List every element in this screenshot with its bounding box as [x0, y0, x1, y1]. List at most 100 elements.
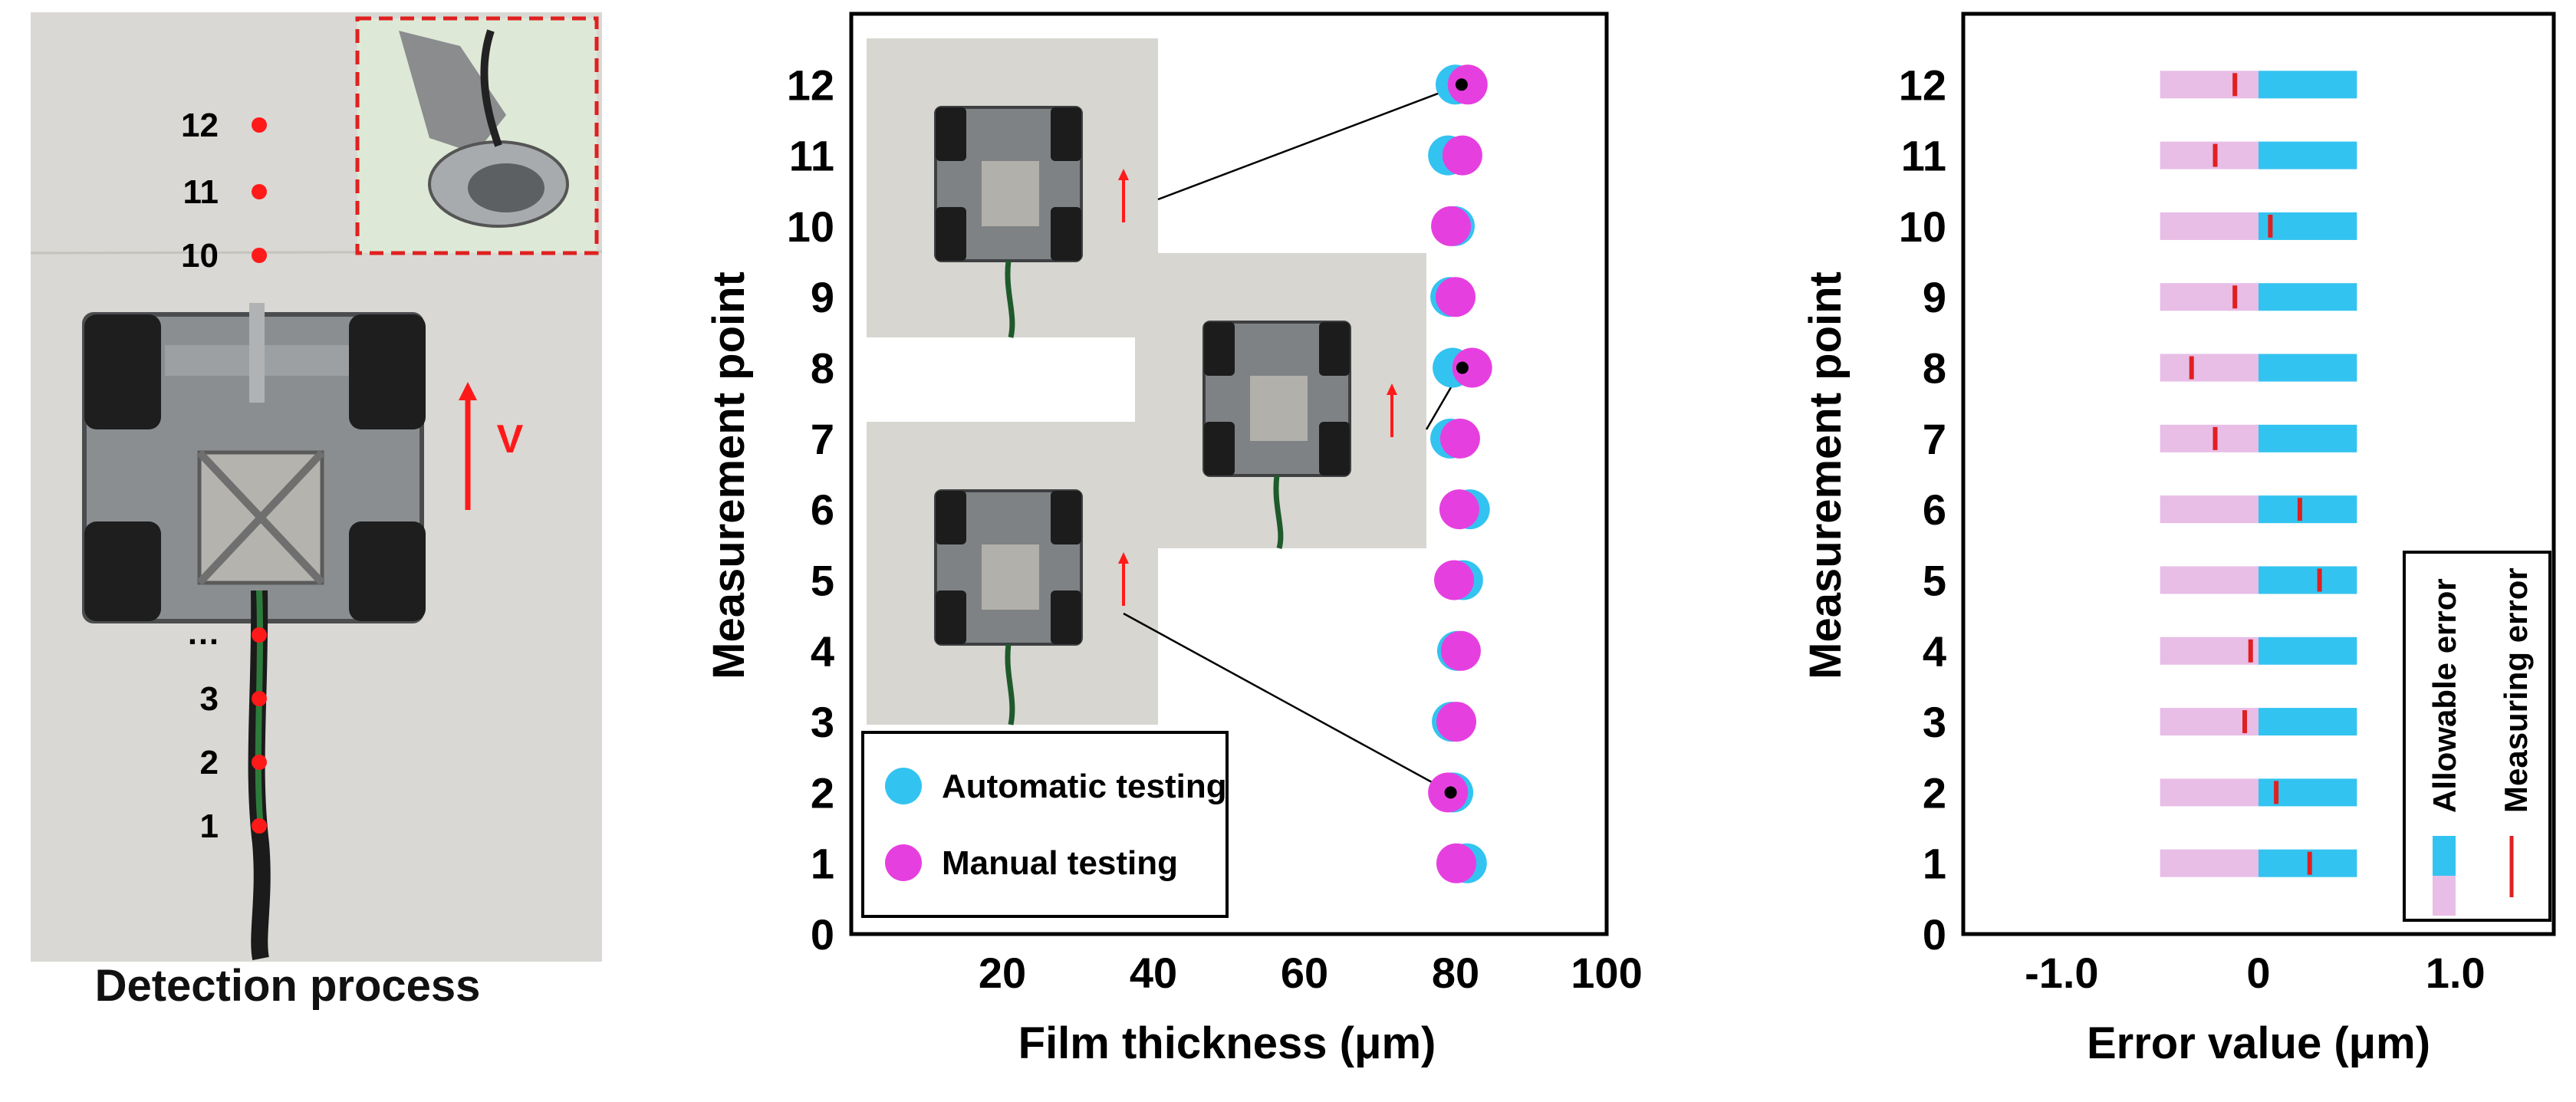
manual-point-8 [1452, 347, 1492, 388]
point-label-10: 10 [181, 237, 219, 275]
allowable-positive-bar-8 [2259, 354, 2357, 382]
y-axis-label: Measurement point [704, 271, 754, 679]
marker-point-3 [252, 691, 267, 706]
y-tick-label: 8 [811, 344, 834, 393]
y-tick-label: 8 [1923, 344, 1946, 393]
legend-label-manual: Manual testing [942, 844, 1178, 882]
allowable-negative-bar-10 [2160, 212, 2259, 240]
y-tick-label: 0 [811, 910, 834, 959]
x-tick-label: 1.0 [2426, 949, 2486, 997]
allowable-negative-bar-1 [2160, 849, 2259, 877]
x-tick-label: 20 [979, 949, 1026, 997]
manual-point-9 [1436, 277, 1476, 317]
y-tick-label: 6 [811, 485, 834, 534]
y-tick-label: 10 [1899, 202, 1946, 251]
legend-box [2403, 551, 2551, 922]
y-axis-label: Measurement point [1801, 271, 1851, 679]
detection-photo: 12 11 10 … 3 2 1 V Detection process [30, 12, 603, 1011]
y-tick-label: 2 [1923, 768, 1946, 817]
inset-sensor-image [399, 29, 569, 228]
detection-process-panel: 12 11 10 … 3 2 1 V Detection process [0, 0, 606, 1098]
y-tick-label: 7 [811, 415, 834, 463]
allowable-positive-bar-2 [2259, 778, 2357, 807]
allowable-positive-bar-4 [2259, 637, 2357, 665]
x-tick-label: 100 [1571, 949, 1642, 997]
panel-caption: Detection process [95, 961, 481, 1011]
allowable-positive-bar-10 [2259, 212, 2357, 240]
allowable-positive-bar-5 [2259, 566, 2357, 594]
manual-point-7 [1439, 418, 1480, 459]
legend: Allowable error Measuring error [2403, 551, 2551, 922]
y-tick-label: 4 [1923, 627, 1946, 676]
y-tick-label: 1 [811, 840, 834, 888]
legend-swatch-allowable-negative [2433, 876, 2456, 916]
allowable-positive-bar-3 [2259, 708, 2357, 736]
callout-line-point-12 [1157, 84, 1462, 201]
point-label-1: 1 [200, 808, 219, 845]
point-label-11: 11 [183, 173, 219, 211]
x-tick-label: 40 [1130, 949, 1177, 997]
x-tick-label: 80 [1432, 949, 1479, 997]
marker-point-2 [252, 755, 267, 770]
y-tick-label: 10 [787, 202, 834, 251]
marker-point-11 [252, 184, 267, 199]
y-tick-label: 3 [1923, 698, 1946, 746]
crawler-robot [82, 303, 426, 623]
x-axis-label: Film thickness (μm) [1018, 1018, 1436, 1068]
manual-point-6 [1439, 489, 1479, 530]
x-tick-label: 60 [1281, 949, 1328, 997]
velocity-label: V [497, 417, 524, 462]
manual-point-3 [1436, 702, 1476, 742]
allowable-negative-bar-9 [2160, 283, 2259, 311]
y-tick-label: 1 [1923, 840, 1946, 888]
legend-box [861, 731, 1229, 918]
manual-point-11 [1442, 135, 1482, 176]
allowable-negative-bar-2 [2160, 778, 2259, 807]
allowable-negative-bar-8 [2160, 354, 2259, 382]
callout-dot-point-8 [1456, 361, 1469, 374]
marker-point-10 [252, 248, 267, 263]
legend-swatch-allowable-positive [2433, 836, 2456, 876]
velocity-arrow-head [459, 382, 477, 400]
manual-point-4 [1440, 630, 1481, 671]
callout-dot-point-2 [1444, 786, 1457, 799]
allowable-negative-bar-6 [2160, 495, 2259, 524]
x-tick-label: -1.0 [2025, 949, 2099, 997]
ellipsis: … [186, 614, 220, 652]
inset-photos [867, 38, 1426, 725]
legend: Automatic testing Manual testing [861, 731, 1229, 918]
plot-frame [1961, 12, 2556, 936]
legend-label-automatic: Automatic testing [942, 768, 1227, 805]
manual-point-10 [1431, 206, 1472, 246]
marker-point-1 [252, 818, 267, 834]
x-tick-label: 0 [2246, 949, 2270, 997]
y-tick-label: 9 [811, 273, 834, 321]
legend-label-measuring: Measuring error [2498, 567, 2534, 813]
robot-photo-1 [867, 38, 1158, 338]
callout-line-point-2 [1123, 612, 1452, 794]
y-tick-label: 12 [787, 61, 834, 109]
allowable-negative-bar-12 [2160, 71, 2259, 99]
y-tick-label: 0 [1923, 910, 1946, 959]
plot-frame [849, 12, 1609, 936]
y-tick-label: 3 [811, 698, 834, 746]
allowable-positive-bar-6 [2259, 495, 2357, 524]
y-tick-label: 5 [1923, 556, 1946, 604]
allowable-negative-bar-3 [2160, 708, 2259, 736]
cable-green [255, 590, 264, 829]
y-tick-label: 9 [1923, 273, 1946, 321]
y-tick-label: 6 [1923, 485, 1946, 534]
y-tick-label: 4 [811, 627, 834, 676]
y-tick-label: 11 [1901, 132, 1946, 180]
point-label-3: 3 [200, 680, 219, 718]
y-tick-label: 5 [811, 556, 834, 604]
y-tick-label: 12 [1899, 61, 1946, 109]
legend-swatch-manual [885, 844, 922, 881]
marker-point-12 [252, 117, 267, 133]
allowable-negative-bar-7 [2160, 424, 2259, 452]
marker-point-4 [252, 627, 267, 643]
